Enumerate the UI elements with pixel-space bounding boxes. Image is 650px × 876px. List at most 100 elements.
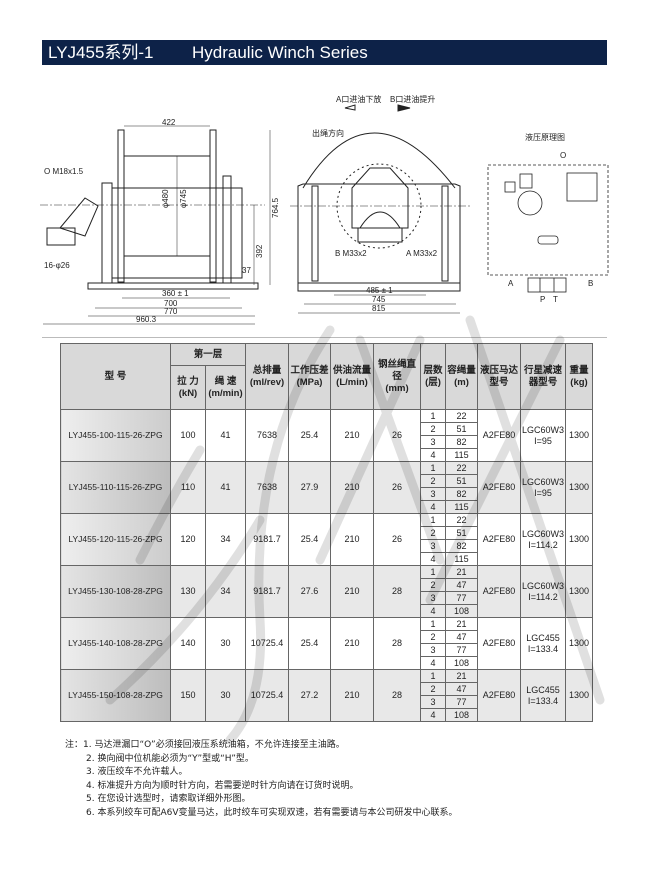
dim-960: 960.3 xyxy=(136,315,157,324)
header-pressure-label: 工作压差 xyxy=(290,364,329,376)
cell-speed: 34 xyxy=(204,513,247,566)
label-b-port-lift: B口进油提升 xyxy=(390,94,435,104)
cell-rope: 26 xyxy=(373,513,422,566)
dim-815: 815 xyxy=(372,304,386,313)
cell-capacity: 77 xyxy=(445,643,479,657)
title-en: Hydraulic Winch Series xyxy=(192,43,368,62)
dim-485: 485 ± 1 xyxy=(366,286,393,295)
gear-ratio: I=133.4 xyxy=(527,643,559,654)
cell-capacity: 115 xyxy=(445,448,479,462)
gear-model: LGC60W3 xyxy=(522,476,565,487)
cell-capacity: 82 xyxy=(445,539,479,553)
cell-layer: 4 xyxy=(420,448,447,462)
cell-weight: 1300 xyxy=(565,617,594,670)
cell-layer: 4 xyxy=(420,500,447,514)
cell-layer: 1 xyxy=(420,513,447,527)
header-speed: 绳 速(m/min) xyxy=(204,365,247,410)
cell-pull: 150 xyxy=(170,669,206,722)
cell-capacity: 22 xyxy=(445,513,479,527)
hydraulic-schematic xyxy=(487,164,609,293)
header-weight: 重量(kg) xyxy=(565,343,594,410)
cell-capacity: 108 xyxy=(445,708,479,722)
cell-flow: 210 xyxy=(330,669,375,722)
cell-capacity: 82 xyxy=(445,487,479,501)
cell-pressure: 25.4 xyxy=(288,617,332,670)
cell-speed: 30 xyxy=(204,669,247,722)
cell-layer: 4 xyxy=(420,552,447,566)
gear-ratio: I=114.2 xyxy=(528,591,558,602)
cell-pressure: 25.4 xyxy=(288,409,332,462)
header-motor: 液压马达型号 xyxy=(477,343,522,410)
header-model: 型 号 xyxy=(60,343,171,410)
cell-capacity: 47 xyxy=(445,682,479,696)
header-speed-unit: (m/min) xyxy=(208,387,243,399)
header-rope-label: 钢丝绳直径 xyxy=(378,358,417,382)
header-capacity-label: 容绳量 xyxy=(447,364,476,376)
dim-770: 770 xyxy=(164,307,178,316)
cell-rope: 28 xyxy=(373,565,422,618)
cell-layer: 1 xyxy=(420,461,447,475)
note-4: 4. 标准提升方向为顺时针方向，若需要逆时针方向请在订货时说明。 xyxy=(86,780,359,791)
cell-flow: 210 xyxy=(330,565,375,618)
side-view xyxy=(40,125,271,325)
header-displacement-unit: (ml/rev) xyxy=(249,376,285,388)
cell-capacity: 115 xyxy=(445,552,479,566)
cell-layer: 2 xyxy=(420,578,447,592)
cell-layer: 2 xyxy=(420,474,447,488)
cell-layer: 1 xyxy=(420,669,447,683)
note-6: 6. 本系列绞车可配A6V变量马达，此时绞车可实现双速，若有需要请与本公司研发中… xyxy=(86,807,458,818)
gear-model: LGC455 xyxy=(526,684,560,695)
cell-layer: 4 xyxy=(420,604,447,618)
header-flow-label: 供油流量 xyxy=(333,364,372,376)
gear-model: LGC60W3 xyxy=(522,528,565,539)
cell-speed: 41 xyxy=(204,461,247,514)
cell-capacity: 115 xyxy=(445,500,479,514)
cell-pull: 120 xyxy=(170,513,206,566)
header-displacement-label: 总排量 xyxy=(252,364,282,376)
header-gear-label: 行星减速 xyxy=(524,364,563,376)
header-rope-unit: (mm) xyxy=(385,382,409,394)
cell-layer: 2 xyxy=(420,526,447,540)
header-pull: 拉 力(kN) xyxy=(170,365,206,410)
header-capacity-unit: (m) xyxy=(454,376,469,388)
note-5: 5. 在您设计选型时，请索取详细外形图。 xyxy=(86,794,251,804)
notes: 注：1. 马达泄漏口“O”必须接回液压系统油箱，不允许连接至主油路。 2. 换向… xyxy=(65,739,458,820)
cell-pressure: 27.9 xyxy=(288,461,332,514)
dim-745: 745 xyxy=(372,295,386,304)
schematic-label-b: B xyxy=(588,279,593,288)
cell-capacity: 82 xyxy=(445,435,479,449)
header-layers: 层数(层) xyxy=(420,343,447,410)
note-2: 2. 换向阀中位机能必须为“Y”型或“H”型。 xyxy=(86,753,254,764)
cell-model: LYJ455-110-115-26-ZPG xyxy=(60,461,171,514)
dim-360: 360 ± 1 xyxy=(162,289,189,298)
technical-drawing: 422 O M18x1.5 16-φ26 φ480 φ745 764.5 392… xyxy=(40,94,609,325)
cell-motor: A2FE80 xyxy=(477,617,522,670)
cell-weight: 1300 xyxy=(565,409,594,462)
dim-d745: φ745 xyxy=(179,189,188,208)
cell-layer: 3 xyxy=(420,487,447,501)
cell-layer: 1 xyxy=(420,565,447,579)
cell-pull: 100 xyxy=(170,409,206,462)
cell-displacement: 7638 xyxy=(245,461,290,514)
header-gear: 行星减速器型号 xyxy=(520,343,567,410)
gear-model: LGC455 xyxy=(526,632,560,643)
cell-capacity: 22 xyxy=(445,409,479,423)
label-a-port-lower: A口进油下放 xyxy=(336,94,381,104)
dim-37: 37 xyxy=(242,266,251,275)
cell-capacity: 108 xyxy=(445,656,479,670)
header-weight-label: 重量 xyxy=(569,364,589,376)
cell-layer: 1 xyxy=(420,617,447,631)
dim-d480: φ480 xyxy=(161,189,170,208)
divider xyxy=(42,337,607,338)
